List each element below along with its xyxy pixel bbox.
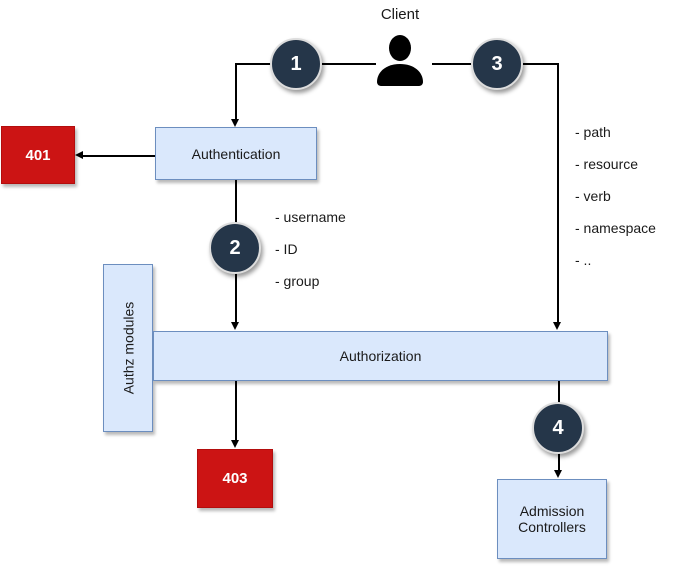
arrowhead-into-authorization-left — [231, 322, 239, 330]
authentication-box: Authentication — [155, 127, 317, 180]
admission-controllers-label: Admission Controllers — [518, 503, 586, 535]
request-attribute-namespace: - namespace — [575, 220, 656, 236]
step-badge-1: 1 — [270, 38, 322, 90]
request-attribute-verb: - verb — [575, 188, 611, 204]
authorization-label: Authorization — [339, 348, 422, 364]
step-badge-3-label: 3 — [491, 52, 503, 75]
identity-attribute-username: - username — [275, 209, 346, 225]
connector-authentication-to-401 — [82, 155, 155, 157]
arrowhead-into-403 — [231, 440, 239, 448]
step-badge-3: 3 — [471, 38, 523, 90]
request-attribute-resource: - resource — [575, 156, 639, 172]
error-403-label: 403 — [222, 470, 248, 487]
step-badge-4-label: 4 — [552, 416, 564, 439]
step-badge-4: 4 — [532, 402, 584, 454]
authz-modules-box: Authz modules — [103, 264, 153, 432]
request-attribute-more: - .. — [575, 252, 592, 268]
person-icon — [377, 35, 423, 86]
client-label: Client — [380, 6, 420, 23]
connector-authorization-to-403 — [235, 381, 237, 441]
request-attribute-path: - path — [575, 124, 611, 140]
error-403-box: 403 — [197, 449, 273, 508]
identity-attribute-group: - group — [275, 273, 320, 289]
error-401-box: 401 — [1, 126, 75, 184]
arrowhead-into-admission — [554, 470, 562, 478]
error-401-label: 401 — [25, 146, 51, 164]
identity-attributes-list: - username - ID - group — [275, 208, 346, 304]
connector-step1-to-authentication — [235, 63, 237, 121]
request-attributes-list: - path - resource - verb - namespace - .… — [575, 123, 656, 283]
arrowhead-into-authentication — [231, 119, 239, 127]
arrowhead-into-authorization-right — [553, 322, 561, 330]
arrowhead-into-401 — [75, 151, 83, 159]
authz-modules-label: Authz modules — [120, 301, 137, 395]
authorization-box: Authorization — [153, 331, 608, 381]
step-badge-2-label: 2 — [229, 236, 241, 259]
admission-controllers-box: Admission Controllers — [497, 479, 607, 559]
step-badge-1-label: 1 — [290, 52, 302, 75]
authentication-label: Authentication — [191, 145, 281, 162]
step-badge-2: 2 — [209, 222, 261, 274]
identity-attribute-id: - ID — [275, 241, 298, 257]
connector-step3-to-authorization — [557, 63, 559, 322]
